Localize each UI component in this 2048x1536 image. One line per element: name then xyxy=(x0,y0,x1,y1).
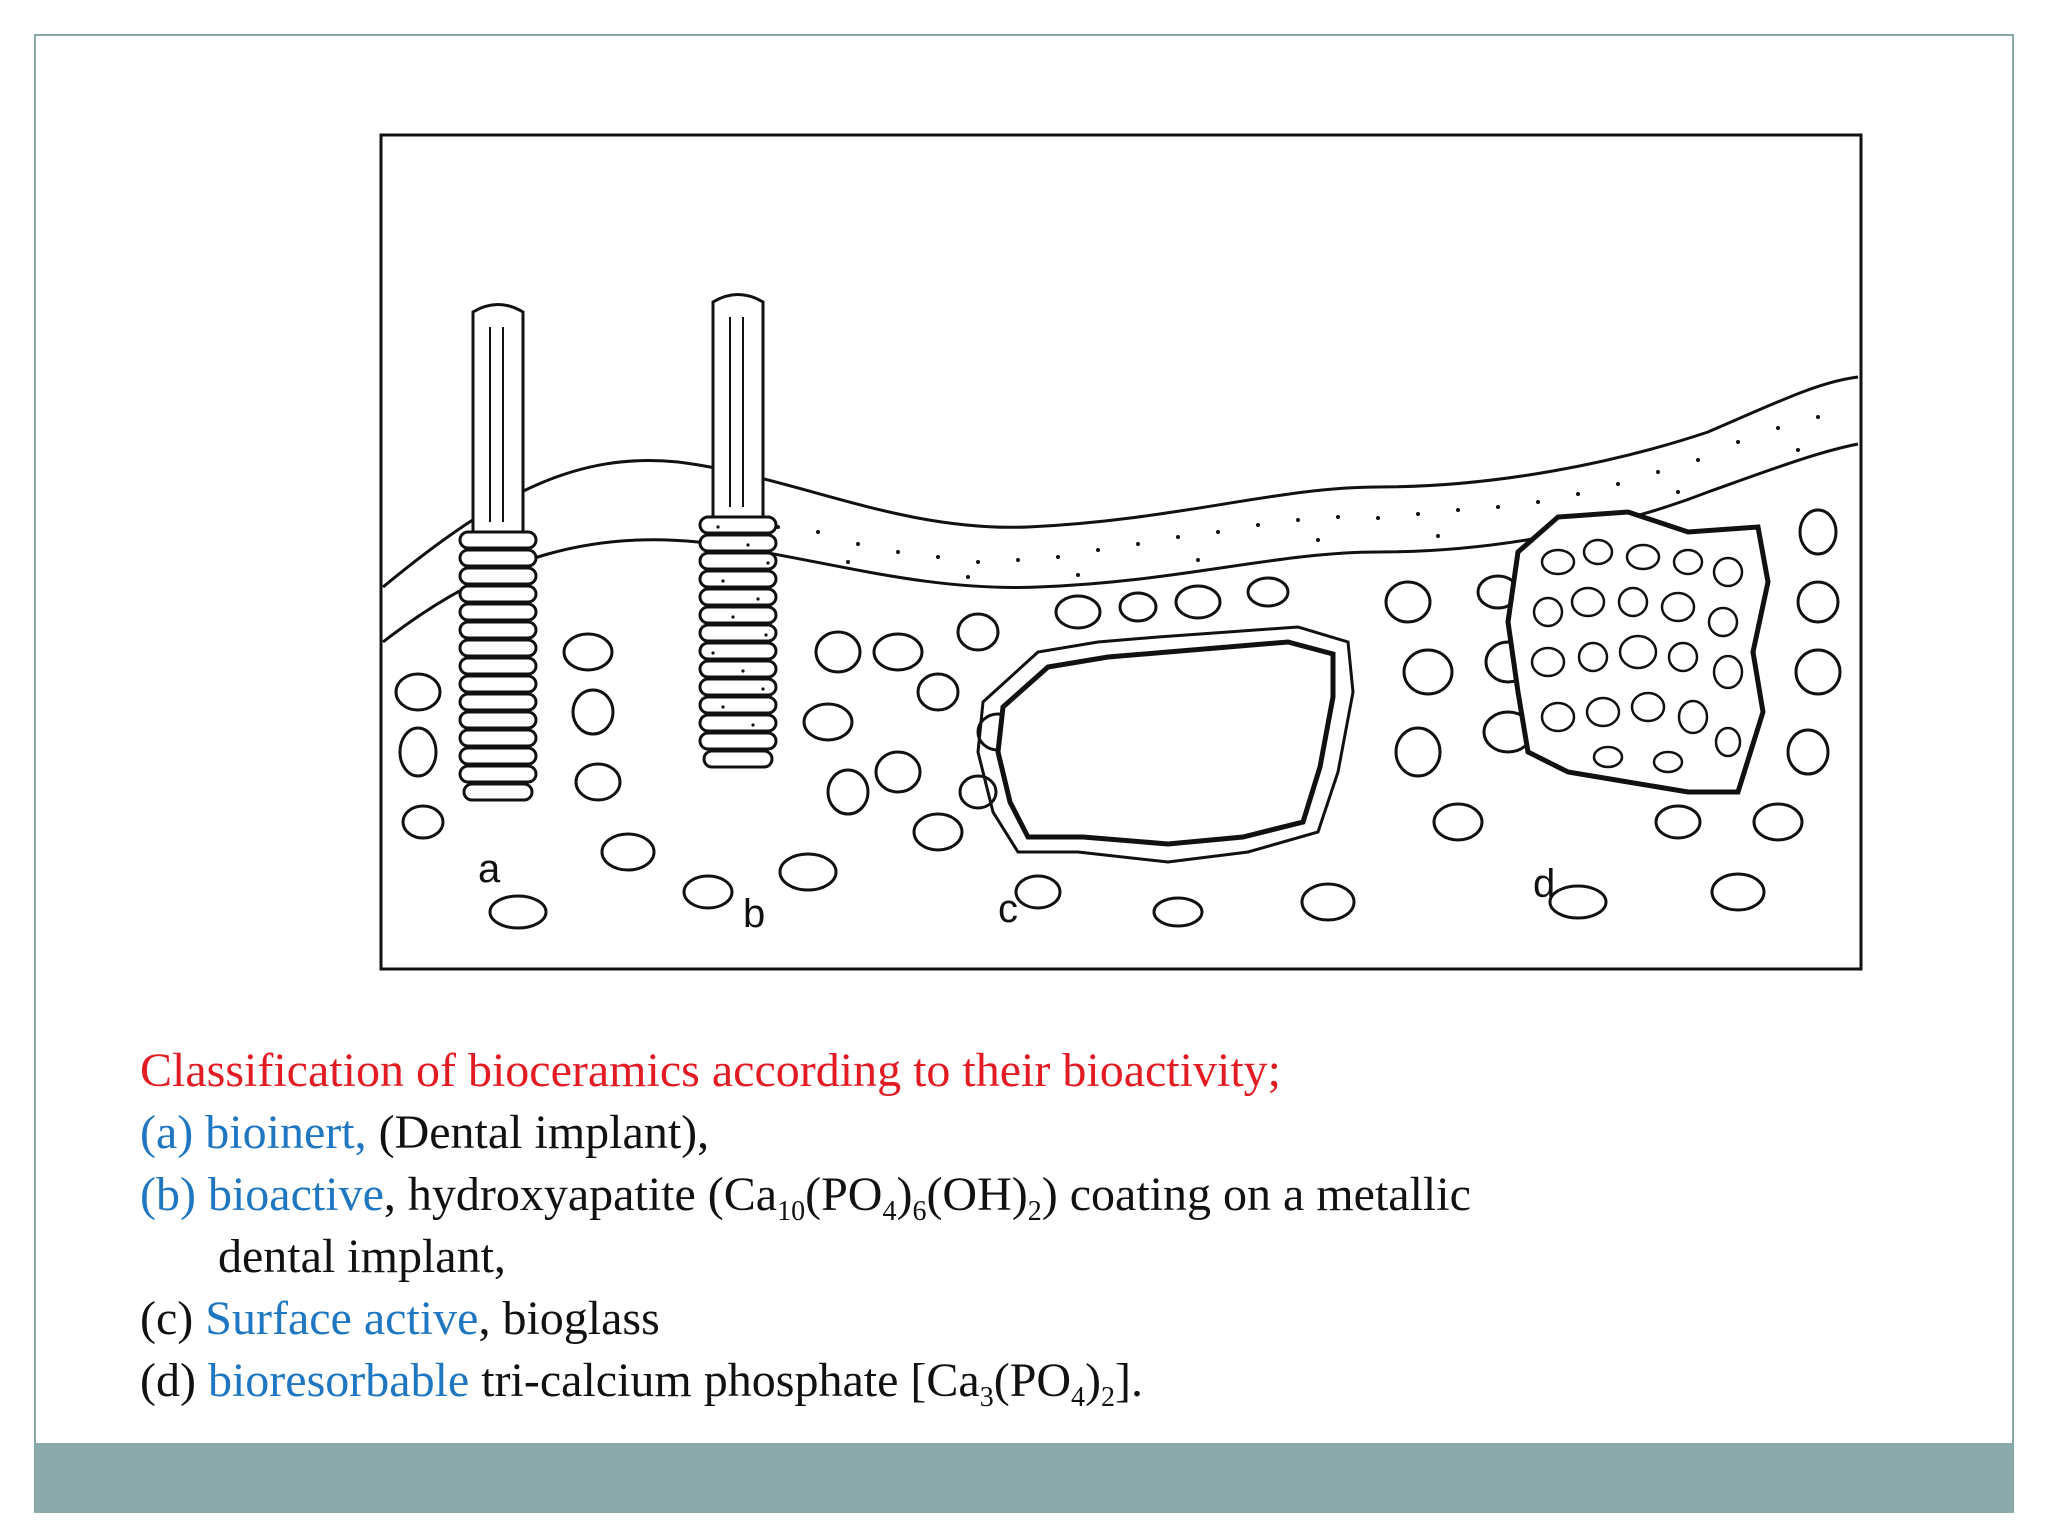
caption-d-term: bioresorbable xyxy=(207,1354,470,1407)
caption-b-sub-2: 4 xyxy=(882,1196,897,1227)
caption-b-text-2: (PO xyxy=(805,1168,883,1221)
caption-b-text-1: , hydroxyapatite (Ca xyxy=(383,1168,778,1221)
caption-b-sub-4: 2 xyxy=(1027,1196,1042,1227)
implant-b xyxy=(698,293,778,769)
caption-d-sub-1: 3 xyxy=(979,1382,994,1413)
caption-b-sub-1: 10 xyxy=(777,1196,806,1227)
caption-title: Classification of bioceramics according … xyxy=(140,1044,1281,1097)
caption-b-text-5: ) coating on a metallic xyxy=(1041,1168,1471,1221)
gum-surface-line xyxy=(382,375,1859,589)
caption-b-continuation: dental implant, xyxy=(218,1230,506,1283)
caption-a-text: (Dental implant), xyxy=(366,1106,710,1159)
implant-a xyxy=(458,303,538,802)
bone-cells xyxy=(394,508,1842,930)
caption-d-text-4: ]. xyxy=(1115,1354,1144,1407)
caption-c-text: , bioglass xyxy=(478,1292,660,1345)
caption-d-prefix: (d) xyxy=(140,1354,208,1407)
caption-b-text-3: ) xyxy=(896,1168,913,1221)
label-c: c xyxy=(998,887,1018,931)
bioceramics-diagram: a b c d xyxy=(379,133,1863,971)
label-d: d xyxy=(1533,862,1555,906)
caption-d-sub-3: 2 xyxy=(1101,1382,1116,1413)
caption-a-term: (a) bioinert, xyxy=(140,1106,367,1159)
caption-d-text-3: ) xyxy=(1085,1354,1102,1407)
caption-c-prefix: (c) xyxy=(140,1292,206,1345)
caption-d-sub-2: 4 xyxy=(1071,1382,1086,1413)
resorbable-block-d xyxy=(1505,509,1771,795)
caption-b-text-4: (OH) xyxy=(926,1168,1028,1221)
label-b: b xyxy=(743,892,765,936)
caption-c-term: Surface active xyxy=(205,1292,479,1345)
caption-item-c: (c) Surface active, bioglass xyxy=(140,1288,1740,1350)
label-a: a xyxy=(478,847,501,891)
caption-item-a: (a) bioinert, (Dental implant), xyxy=(140,1102,1740,1164)
caption: Classification of bioceramics according … xyxy=(140,1040,1740,1412)
bioceramics-figure: a b c d xyxy=(378,132,1864,972)
footer-bar xyxy=(34,1443,2014,1513)
caption-b-term: (b) bioactive xyxy=(140,1168,384,1221)
bioglass-block-c xyxy=(976,625,1355,864)
caption-d-text-1: tri-calcium phosphate [Ca xyxy=(469,1354,980,1407)
caption-item-d: (d) bioresorbable tri-calcium phosphate … xyxy=(140,1350,1740,1412)
caption-d-text-2: (PO xyxy=(993,1354,1072,1407)
caption-item-b: (b) bioactive, hydroxyapatite (Ca10(PO4)… xyxy=(140,1164,1740,1226)
bone-surface-line xyxy=(382,442,1859,644)
caption-b-sub-3: 6 xyxy=(912,1196,927,1227)
